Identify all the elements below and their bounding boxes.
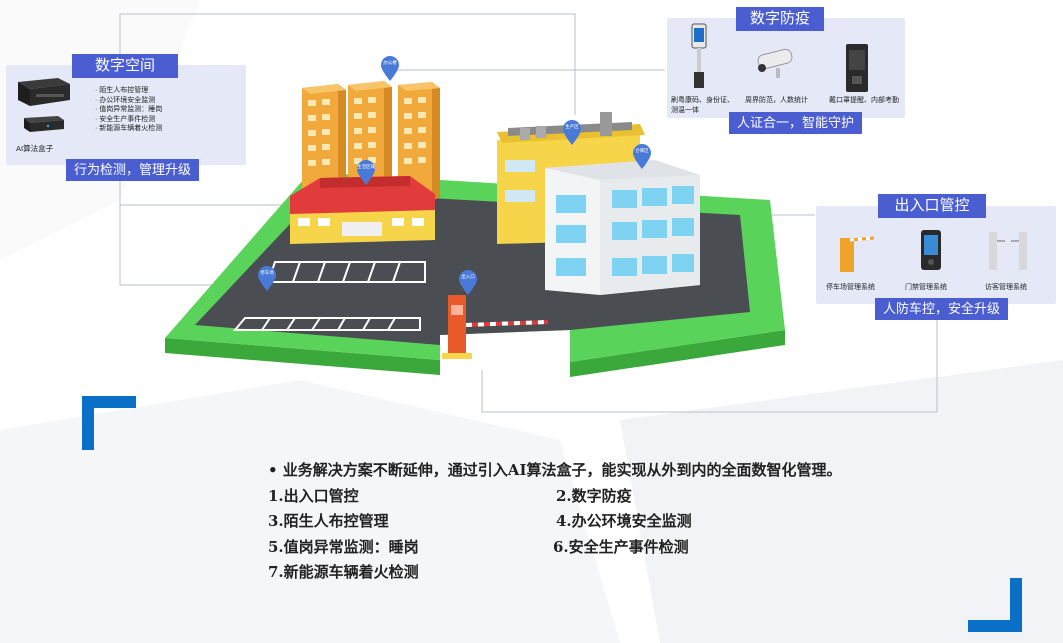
panel-digital-space-title: 数字空间: [72, 54, 178, 78]
pin-parking[interactable]: 停车场: [257, 266, 277, 292]
visitor-gate-icon: [989, 232, 1027, 270]
list-item: · 陌生人布控管理: [95, 87, 149, 94]
attendance-terminal-icon: [846, 44, 868, 92]
pin-production[interactable]: 生产区: [562, 120, 582, 146]
list-item: · 办公环境安全监测: [95, 96, 156, 104]
list-item: · 安全生产事件检测: [95, 115, 156, 123]
camera-icon: [757, 48, 793, 78]
gate-barrier: [442, 295, 549, 359]
panel-entrance-title: 出入口管控: [878, 194, 986, 218]
pin-living-label: 生活区域: [357, 164, 375, 169]
living-building: [290, 176, 435, 244]
corner-decoration-bottom: [968, 620, 1022, 632]
pin-gate-label: 出入口: [461, 274, 475, 279]
access-control-icon: [921, 230, 941, 270]
warehouse-building: [545, 160, 700, 295]
pin-gate[interactable]: 出入口: [458, 270, 478, 296]
entrance-device-label-1: 停车场管理系统: [826, 284, 875, 291]
pin-warehouse-label: 仓库区: [635, 148, 649, 153]
entrance-device-label-3: 访客管理系统: [985, 284, 1027, 291]
entrance-device-label-2: 门禁管理系统: [905, 284, 947, 291]
corner-decoration-top: [82, 396, 136, 408]
digital-space-list: · 陌生人布控管理 · 办公环境安全监测 · 值岗异常监测：睡岗 · 安全生产事…: [95, 86, 162, 134]
temperature-terminal-icon: [691, 23, 707, 88]
panel-entrance-tag: 人防车控，安全升级: [875, 298, 1009, 320]
device-label-2: 周界防范，人数统计: [745, 97, 808, 104]
panel-epidemic-title: 数字防疫: [736, 7, 824, 31]
ai-box-label: AI算法盒子: [16, 144, 54, 153]
pin-parking-label: 停车场: [260, 270, 274, 275]
office-towers: [302, 81, 440, 204]
panel-epidemic-tag: 人证合一，智能守护: [729, 112, 863, 134]
list-item: · 值岗异常监测：睡岗: [95, 106, 163, 114]
ai-box-icon: [18, 78, 70, 132]
pin-warehouse[interactable]: 仓库区: [632, 144, 652, 170]
pin-office-label: 办公楼: [383, 60, 397, 65]
corner-decoration-bottom-v: [1010, 578, 1022, 632]
corner-decoration-top-v: [82, 396, 94, 450]
device-label-3: 戴口罩提醒、内部考勤: [829, 97, 899, 104]
device-label-1: 刷粤康码、身份证、: [671, 97, 734, 104]
panel-digital-space-tag: 行为检测，管理升级: [66, 159, 200, 181]
list-item: · 新能源车辆着火检测: [95, 125, 163, 133]
pin-office[interactable]: 办公楼: [380, 56, 400, 82]
pin-living[interactable]: 生活区域: [356, 160, 376, 186]
device-label-1b: 测温一体: [671, 107, 699, 114]
parking-barrier-icon: [840, 236, 875, 272]
pin-production-label: 生产区: [565, 124, 579, 129]
